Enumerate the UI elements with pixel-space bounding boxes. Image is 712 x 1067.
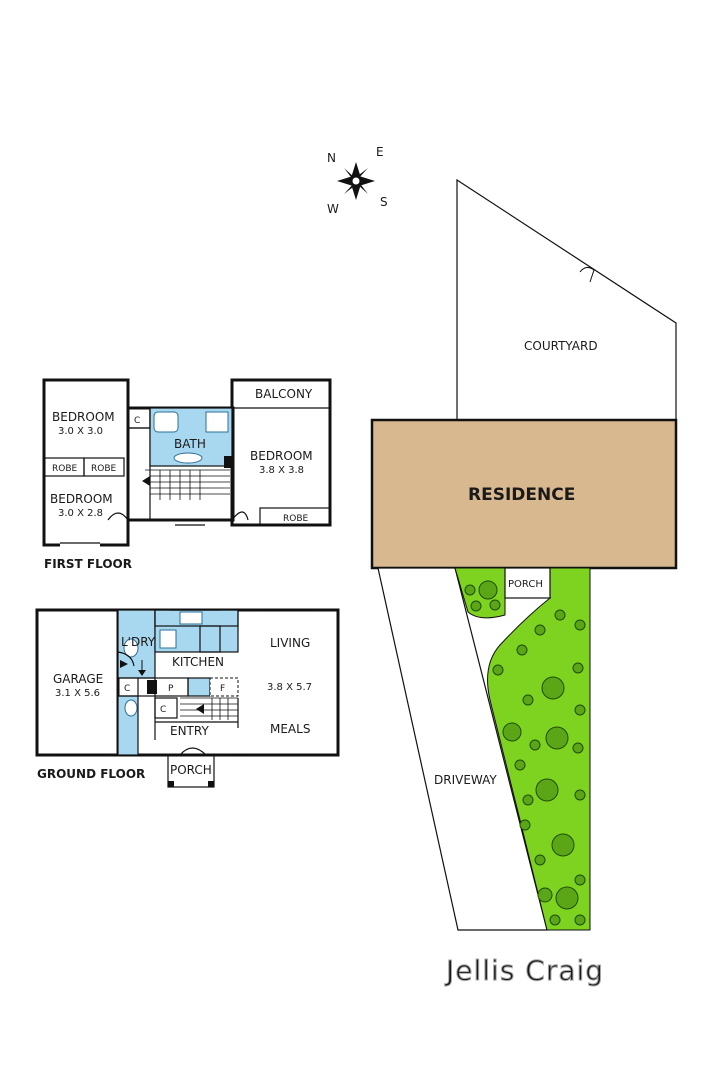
residence-label: RESIDENCE bbox=[468, 485, 575, 505]
compass-e-label: E bbox=[376, 145, 384, 159]
ff-bedroom1-size: 3.0 X 3.0 bbox=[58, 426, 103, 437]
ff-bedroom1-label: BEDROOM bbox=[52, 410, 115, 424]
compass-w-label: W bbox=[327, 202, 339, 216]
gf-cupboard1-label: C bbox=[124, 684, 130, 694]
driveway-label: DRIVEWAY bbox=[434, 773, 497, 787]
compass-n-label: N bbox=[327, 151, 336, 165]
ff-balcony-label: BALCONY bbox=[255, 387, 313, 401]
ff-bedroom3-size: 3.8 X 3.8 bbox=[259, 465, 304, 476]
ff-bedroom3-label: BEDROOM bbox=[250, 449, 313, 463]
residence-block bbox=[370, 418, 678, 570]
ff-robe-mid-label: ROBE bbox=[91, 464, 117, 474]
courtyard-label: COURTYARD bbox=[524, 339, 598, 353]
gf-garage-size: 3.1 X 5.6 bbox=[55, 688, 100, 699]
gf-kitchen-label: KITCHEN bbox=[172, 655, 224, 669]
site-porch-box bbox=[504, 567, 551, 599]
courtyard-door-arc bbox=[579, 266, 595, 283]
ff-bedroom2-size: 3.0 X 2.8 bbox=[58, 508, 103, 519]
first-floor-title: FIRST FLOOR bbox=[44, 557, 132, 571]
ground-floor-plan bbox=[35, 608, 340, 788]
ff-robe-right-label: ROBE bbox=[283, 514, 309, 524]
compass-rose-icon bbox=[337, 162, 375, 200]
ff-cupboard-label: C bbox=[134, 416, 140, 426]
ff-bath-label: BATH bbox=[174, 437, 206, 451]
gf-pantry-label: P bbox=[168, 684, 174, 694]
gf-living-label: LIVING bbox=[270, 636, 310, 650]
first-floor-plan bbox=[42, 378, 332, 547]
compass-s-label: S bbox=[380, 195, 388, 209]
gf-meals-label: MEALS bbox=[270, 722, 310, 736]
gf-garage-label: GARAGE bbox=[53, 672, 103, 686]
gf-cupboard2-label: C bbox=[160, 705, 166, 715]
gf-living-size: 3.8 X 5.7 bbox=[267, 682, 312, 693]
gf-porch-label: PORCH bbox=[170, 763, 212, 777]
gf-laundry-label: L'DRY bbox=[121, 635, 156, 649]
ground-floor-title: GROUND FLOOR bbox=[37, 767, 145, 781]
ff-bedroom2-label: BEDROOM bbox=[50, 492, 113, 506]
ff-robe-left-label: ROBE bbox=[52, 464, 78, 474]
garden-trees bbox=[464, 580, 586, 926]
gf-entry-label: ENTRY bbox=[170, 724, 209, 738]
gf-fridge-label: F bbox=[220, 684, 225, 694]
agency-logo: Jellis Craig bbox=[444, 954, 604, 987]
site-porch-label: PORCH bbox=[508, 579, 543, 590]
courtyard-area bbox=[456, 178, 677, 421]
